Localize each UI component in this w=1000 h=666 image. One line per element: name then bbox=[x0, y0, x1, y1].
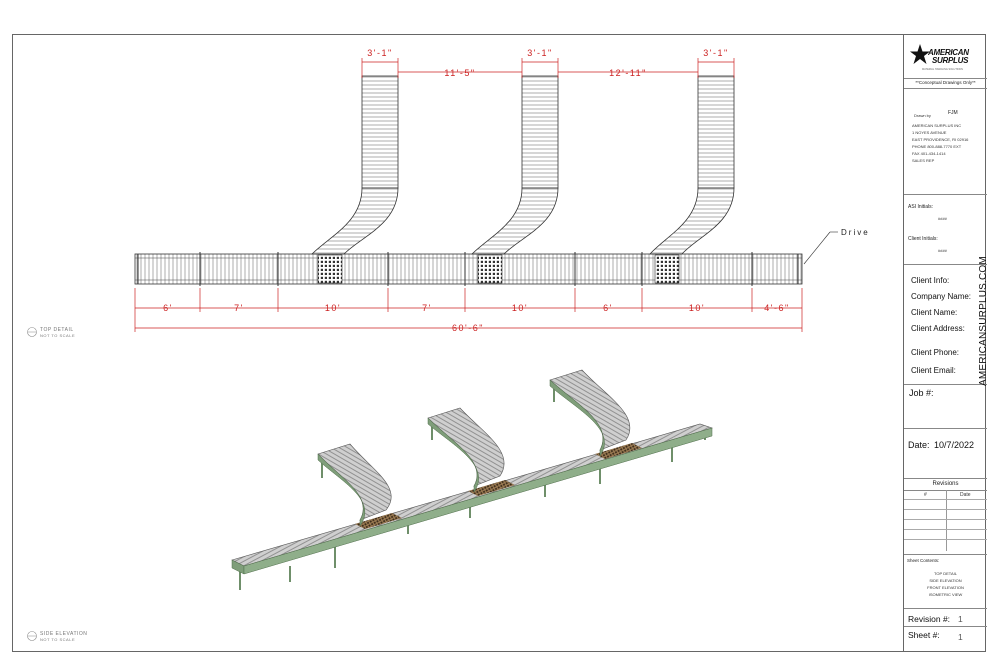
revision-number-value: 1 bbox=[958, 614, 963, 624]
client-info-label: Client Info: bbox=[911, 276, 950, 285]
revision-col-date: Date bbox=[960, 492, 971, 498]
transfer-grid-2 bbox=[477, 254, 503, 284]
side-elevation-scale: NOT TO SCALE bbox=[40, 637, 75, 642]
address-line: 1 NOYES AVENUE bbox=[912, 130, 947, 135]
drawing-sheet-border bbox=[12, 34, 986, 652]
client-email-label: Client Email: bbox=[911, 366, 956, 375]
section-dim-8: 4'-6" bbox=[764, 303, 789, 313]
client-initials-value: #### bbox=[938, 248, 947, 253]
iso-transfer-grid-2 bbox=[468, 480, 515, 496]
sheet-number-label: Sheet #: bbox=[908, 630, 940, 640]
sheet-contents-list: TOP DETAIL SIDE ELEVATION FRONT ELEVATIO… bbox=[904, 570, 987, 598]
drive-label: Drive bbox=[841, 228, 870, 237]
date-value: 10/7/2022 bbox=[934, 440, 975, 450]
address-line: AMERICAN SURPLUS INC bbox=[912, 123, 962, 128]
revisions-table bbox=[904, 490, 987, 551]
spur-conveyor-2 bbox=[471, 75, 559, 255]
company-address-block: AMERICAN SURPLUS INC 1 NOYES AVENUE EAST… bbox=[912, 122, 968, 164]
star-logo-icon bbox=[910, 44, 930, 64]
logo-line-1: AMERICAN bbox=[928, 48, 969, 57]
spur-width-dim-1: 3'-1" bbox=[367, 48, 392, 58]
main-conveyor-bed bbox=[134, 253, 803, 285]
company-name-label: Company Name: bbox=[911, 292, 972, 301]
client-initials-label: Client Initials: bbox=[908, 236, 938, 242]
drawn-by-value: FJM bbox=[948, 110, 958, 116]
asi-initials-label: ASI Initials: bbox=[908, 204, 934, 210]
section-dim-5: 10' bbox=[512, 303, 528, 313]
title-block: AMERICAN SURPLUS MATERIAL HANDLING SOLUT… bbox=[903, 34, 987, 652]
section-dim-6: 6' bbox=[603, 303, 613, 313]
section-dim-4: 7' bbox=[422, 303, 432, 313]
sheet-content-item: SIDE ELEVATION bbox=[929, 578, 962, 583]
revision-col-number: # bbox=[924, 492, 927, 498]
sheet-number-value: 1 bbox=[958, 632, 963, 642]
iso-spur-2 bbox=[427, 407, 505, 493]
conceptual-note: **Conceptual Drawings Only** bbox=[915, 80, 976, 85]
section-dim-7: 10' bbox=[689, 303, 705, 313]
spur-conveyor-1 bbox=[311, 75, 399, 255]
client-name-label: Client Name: bbox=[911, 308, 958, 317]
spur-width-dim-2: 3'-1" bbox=[527, 48, 552, 58]
spur-gap-dim-2: 12'-11" bbox=[609, 68, 647, 78]
iso-transfer-grid-3 bbox=[595, 443, 642, 459]
spur-conveyor-3 bbox=[649, 75, 735, 255]
transfer-grid-1 bbox=[317, 254, 343, 284]
asi-initials-value: #### bbox=[938, 216, 947, 221]
sheet-content-item: FRONT ELEVATION bbox=[927, 585, 964, 590]
sheet-contents-label: Sheet Contents: bbox=[907, 558, 940, 563]
spur-width-dim-3: 3'-1" bbox=[703, 48, 728, 58]
address-line: PHONE 800-888-7770 EXT bbox=[912, 144, 962, 149]
top-detail-title: TOP DETAIL bbox=[40, 327, 74, 333]
address-line: SALES REP bbox=[912, 158, 935, 163]
section-joints bbox=[137, 252, 799, 286]
isometric-view: SIDE ELEVATION NOT TO SCALE bbox=[27, 369, 714, 642]
sheet-content-item: ISOMETRIC VIEW bbox=[928, 592, 963, 597]
section-dim-2: 7' bbox=[234, 303, 244, 313]
top-detail-scale: NOT TO SCALE bbox=[40, 333, 75, 338]
drawn-by-label: Drawn by bbox=[914, 113, 931, 118]
address-line: FAX 401-434-1414 bbox=[912, 151, 946, 156]
date-label: Date: bbox=[908, 440, 930, 450]
iso-spur-1 bbox=[317, 443, 392, 527]
logo-line-2: SURPLUS bbox=[932, 56, 969, 65]
client-address-label: Client Address: bbox=[911, 324, 965, 333]
iso-transfer-grid-1 bbox=[355, 513, 402, 529]
job-number-label: Job #: bbox=[909, 388, 934, 398]
total-length-dim: 60'-6" bbox=[452, 323, 484, 333]
logo-tagline: MATERIAL HANDLING SOLUTIONS bbox=[922, 68, 963, 71]
spur-gap-dim-1: 11'-5" bbox=[444, 68, 475, 78]
address-line: EAST PROVIDENCE, RI 02916 bbox=[912, 137, 969, 142]
top-detail-view: 3'-1" 3'-1" 3'-1" 11'-5" 12'-11" 6' 7' 1… bbox=[27, 48, 870, 338]
side-elevation-title: SIDE ELEVATION bbox=[40, 631, 87, 637]
iso-spur-3 bbox=[549, 369, 631, 457]
client-phone-label: Client Phone: bbox=[911, 348, 960, 357]
section-dim-3: 10' bbox=[325, 303, 341, 313]
revision-number-label: Revision #: bbox=[908, 614, 951, 624]
sheet-content-item: TOP DETAIL bbox=[934, 571, 957, 576]
company-logo: AMERICAN SURPLUS MATERIAL HANDLING SOLUT… bbox=[908, 40, 984, 74]
revisions-label: Revisions bbox=[932, 481, 959, 487]
transfer-grid-3 bbox=[654, 254, 680, 284]
website-url: AMERICANSURPLUS.COM bbox=[978, 256, 989, 386]
section-dim-1: 6' bbox=[163, 303, 173, 313]
